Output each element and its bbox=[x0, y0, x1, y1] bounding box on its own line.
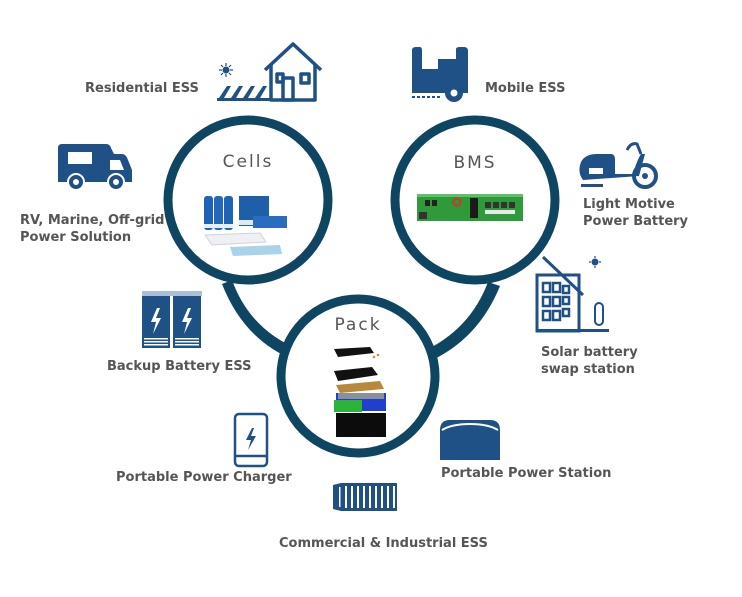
pack-hub-title: Pack bbox=[334, 315, 382, 335]
cells-product-image bbox=[204, 196, 287, 256]
solar-swap-label-line2: swap station bbox=[541, 362, 635, 377]
rv-marine-offgrid-label-line1: RV, Marine, Off-grid bbox=[20, 213, 165, 228]
power-station-icon bbox=[440, 420, 500, 460]
power-bank-icon bbox=[233, 412, 269, 468]
rv-truck-icon bbox=[58, 144, 132, 191]
house-solar-icon bbox=[217, 42, 323, 102]
light-motive-label-line2: Power Battery bbox=[583, 214, 689, 229]
solar-swap-station-icon bbox=[535, 255, 609, 333]
solar-swap-label-line1: Solar battery bbox=[541, 345, 638, 360]
portable-power-station-label: Portable Power Station bbox=[441, 466, 612, 481]
residential-ess-label: Residential ESS bbox=[85, 81, 199, 96]
rv-marine-offgrid-label-line2: Power Solution bbox=[20, 230, 132, 245]
light-motive-label-line1: Light Motive bbox=[583, 197, 675, 212]
bms-hub-title: BMS bbox=[453, 153, 497, 173]
container-icon bbox=[333, 483, 397, 511]
cells-hub-title: Cells bbox=[222, 152, 274, 172]
pack-exploded-image bbox=[334, 347, 386, 437]
bms-board-image bbox=[417, 194, 523, 221]
forklift-icon bbox=[412, 47, 468, 102]
mobile-ess-label: Mobile ESS bbox=[485, 81, 566, 96]
connector-bms-pack bbox=[422, 282, 500, 362]
battery-cabinet-icon bbox=[142, 291, 202, 348]
scooter-icon bbox=[579, 142, 658, 189]
commercial-industrial-ess-label: Commercial & Industrial ESS bbox=[279, 536, 488, 551]
portable-power-charger-label: Portable Power Charger bbox=[116, 470, 292, 485]
backup-battery-ess-label: Backup Battery ESS bbox=[107, 359, 252, 374]
